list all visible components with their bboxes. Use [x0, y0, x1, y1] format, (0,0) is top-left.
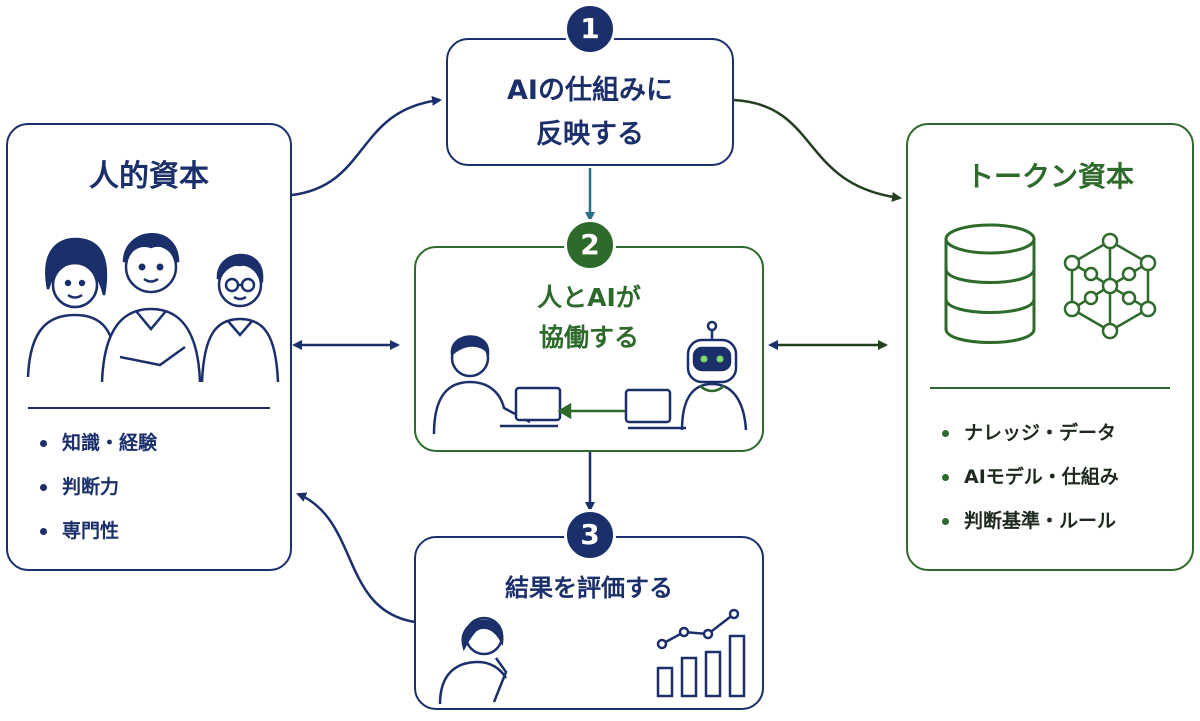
token-capital-box: トークン資本 ナレッジ・データ AIモデル・: [906, 123, 1194, 571]
list-item: AIモデル・仕組み: [938, 465, 1119, 509]
step1-title-line2: 反映する: [536, 119, 644, 150]
step2-badge: 2: [564, 219, 616, 271]
arrow-step1-to-token: [733, 98, 902, 202]
list-item: 知識・経験: [36, 431, 157, 475]
step2-box: 人とAIが 協働する: [414, 246, 764, 452]
step3-badge: 3: [564, 509, 616, 561]
database-icon: [944, 223, 1036, 344]
list-item: 判断力: [36, 475, 157, 519]
step2-title-line1: 人とAIが: [537, 283, 641, 312]
robot-laptop-icon: [624, 320, 748, 431]
step1-box: AIの仕組みに 反映する: [446, 38, 734, 166]
people-icon: [26, 233, 280, 383]
step3-box: 結果を評価する: [414, 536, 764, 710]
human-capital-box: 人的資本: [6, 123, 292, 571]
arrow-step3-to-human: [296, 492, 416, 624]
step3-title: 結果を評価する: [505, 574, 673, 602]
token-capital-list: ナレッジ・データ AIモデル・仕組み 判断基準・ルール: [938, 421, 1119, 553]
thinking-person-icon: [438, 616, 508, 705]
step2-title-line2: 協働する: [538, 323, 639, 352]
step1-badge: 1: [564, 3, 616, 55]
step1-title-line1: AIの仕組みに: [507, 75, 673, 106]
list-item: ナレッジ・データ: [938, 421, 1119, 465]
token-capital-title: トークン資本: [965, 160, 1134, 193]
person-laptop-icon: [432, 335, 562, 435]
arrow-human-to-step1: [291, 95, 442, 197]
human-capital-list: 知識・経験 判断力 専門性: [36, 431, 157, 563]
list-item: 専門性: [36, 519, 157, 563]
token-capital-divider: [930, 387, 1170, 389]
human-capital-divider: [28, 407, 270, 409]
network-icon: [1063, 232, 1157, 340]
list-item: 判断基準・ルール: [938, 509, 1119, 553]
human-capital-title: 人的資本: [89, 159, 209, 194]
bar-chart-icon: [656, 608, 746, 698]
